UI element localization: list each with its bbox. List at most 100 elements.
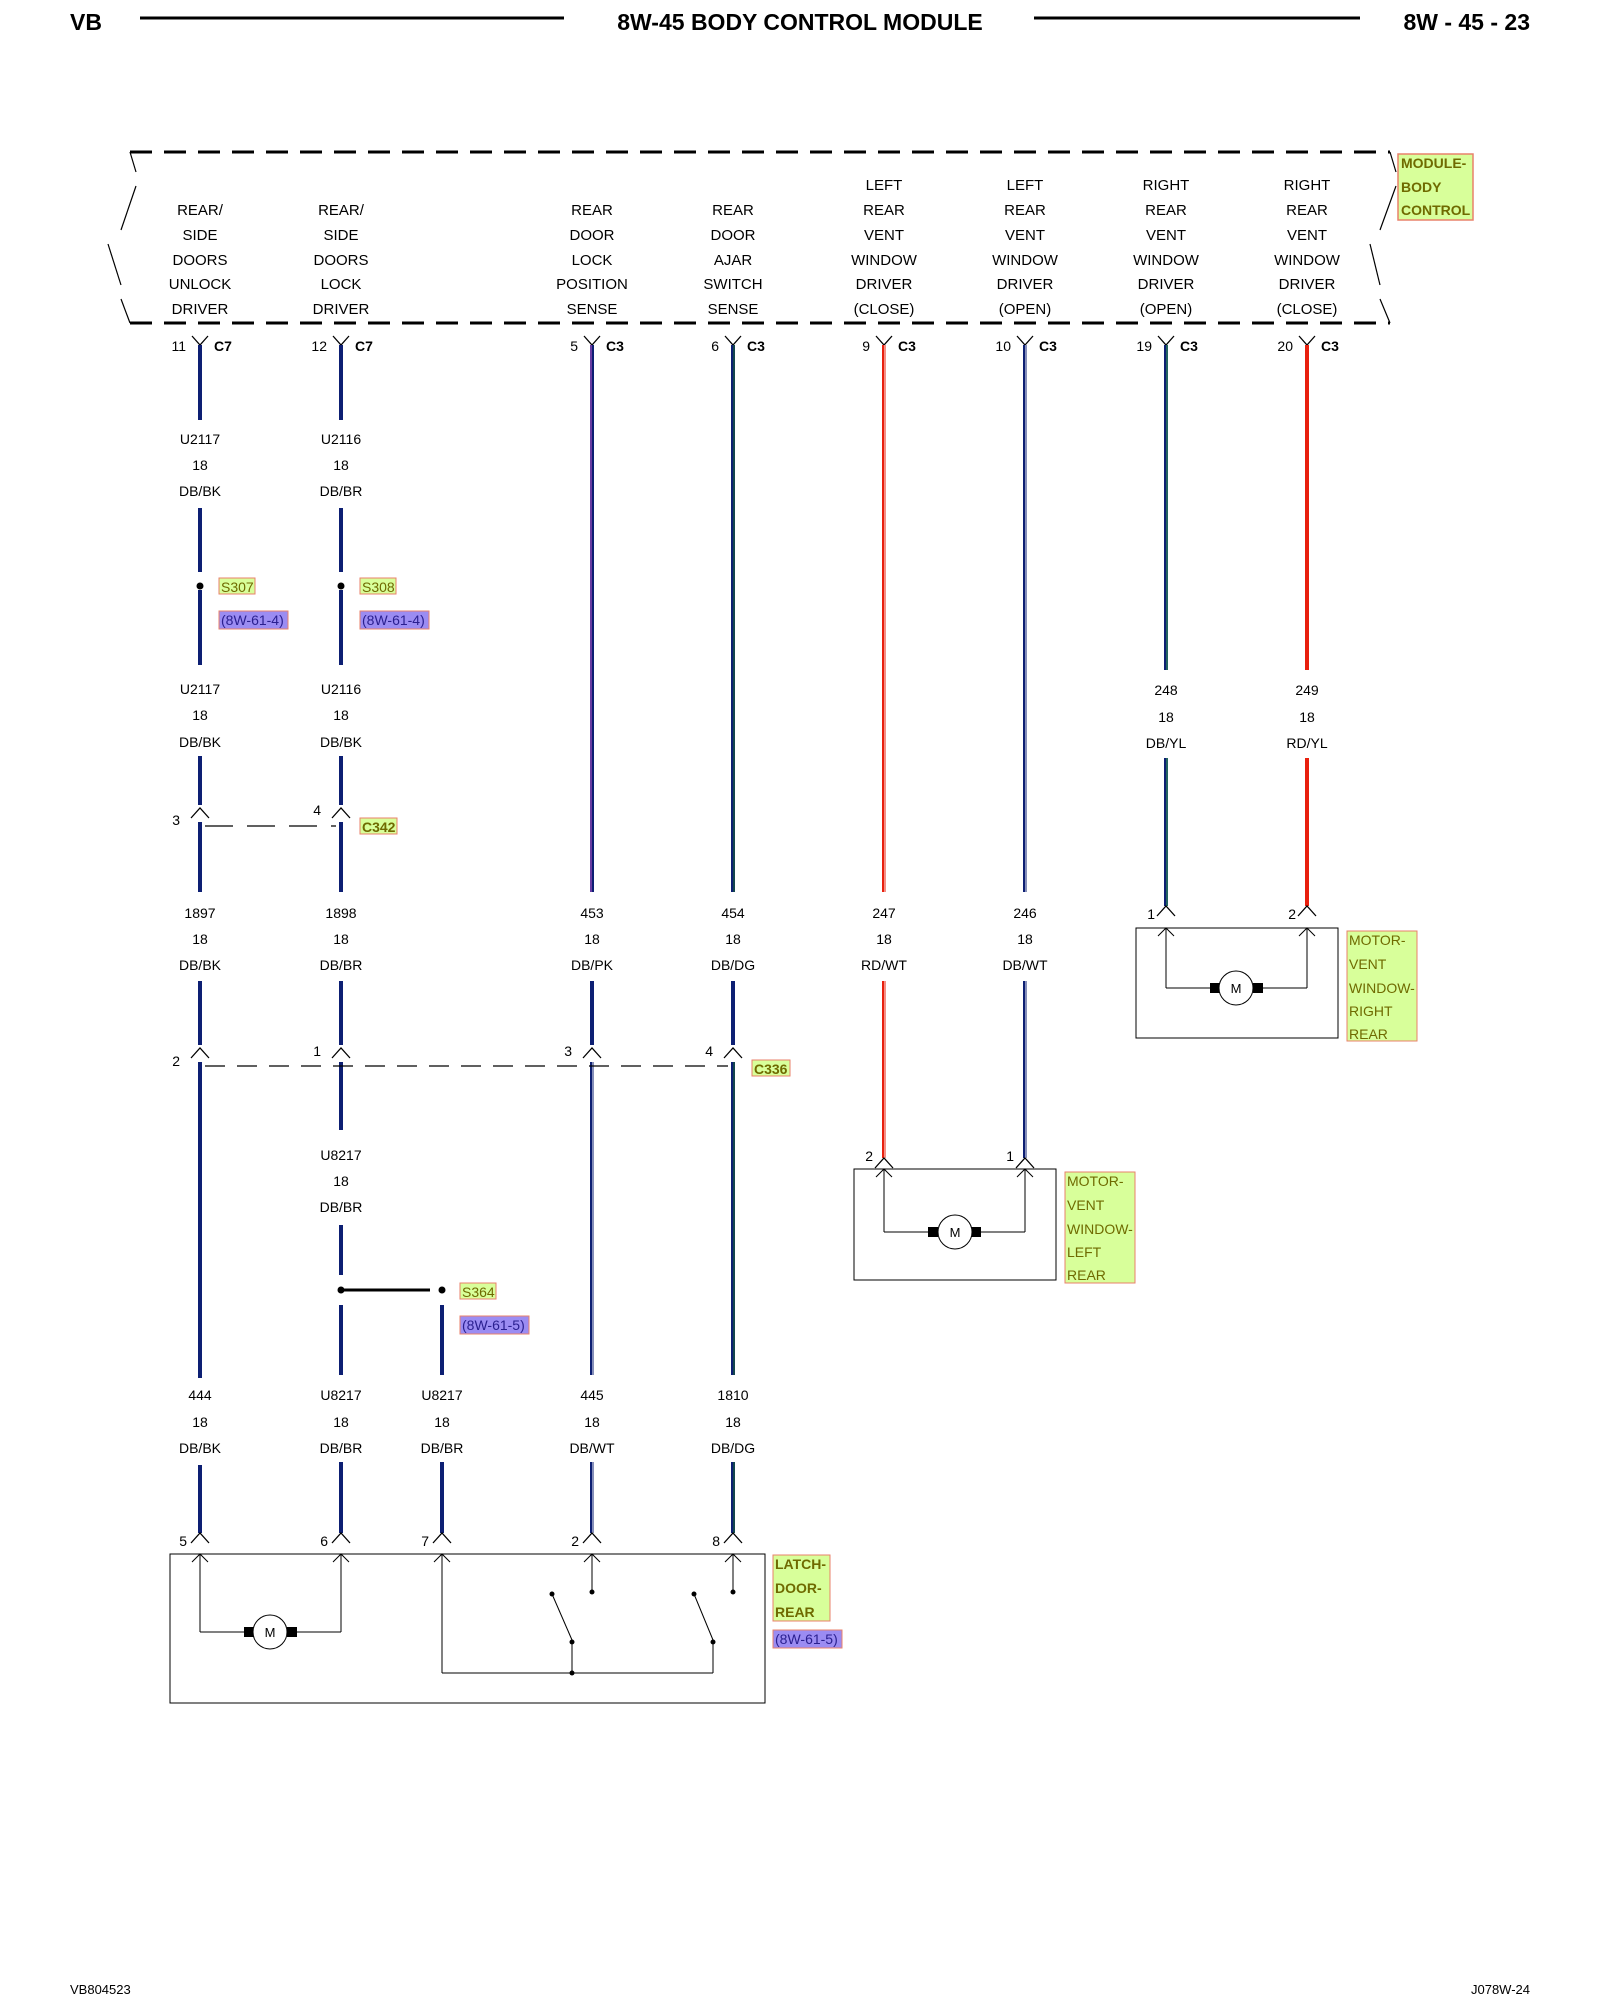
fn8-l6: (CLOSE) — [1277, 301, 1338, 318]
fn5-l4: WINDOW — [851, 252, 918, 269]
motor-left-label-5: REAR — [1067, 1267, 1106, 1283]
splice-s364: S364 (8W-61-5) — [337, 1282, 530, 1335]
splice-s308-ref[interactable]: (8W-61-4) — [362, 612, 425, 628]
latch-ref[interactable]: (8W-61-5) — [775, 1631, 838, 1647]
pin-6: 6 — [711, 338, 719, 354]
fn4-l1: REAR — [712, 202, 754, 219]
fn8-l1: RIGHT — [1284, 177, 1331, 194]
latch-motor-m: M — [265, 1625, 276, 1640]
wire-444-id: 444 — [188, 1387, 212, 1403]
fn5-l1: LEFT — [866, 177, 903, 194]
wire-col7 — [1164, 345, 1168, 906]
wire-454-id: 454 — [721, 905, 745, 921]
wire-248-id: 248 — [1154, 682, 1178, 698]
wire-1897-color: DB/BK — [179, 957, 222, 973]
latch-pin-7: 7 — [421, 1533, 429, 1549]
fn6-l2: REAR — [1004, 202, 1046, 219]
pin-11: 11 — [171, 338, 186, 354]
wire-454-gauge: 18 — [725, 931, 741, 947]
wire-u8217-a-gauge: 18 — [333, 1173, 349, 1189]
splice-s307-ref[interactable]: (8W-61-4) — [221, 612, 284, 628]
motor-right-label-5: REAR — [1349, 1026, 1388, 1042]
fn1-l3: DOORS — [172, 252, 227, 269]
motor-left-rear: 2 1 M MOTOR- VENT WINDOW- LEFT REAR — [853, 1148, 1136, 1284]
wire-1898-id: 1898 — [325, 905, 356, 921]
wire-u8217-c-color: DB/BR — [421, 1440, 464, 1456]
fn4-l5: SENSE — [708, 301, 759, 318]
latch-door-rear: 5 6 7 2 8 M LATCH — [169, 1532, 843, 1704]
wire-249-id: 249 — [1295, 682, 1319, 698]
wire-u2116-a-color: DB/BR — [320, 483, 363, 499]
latch-pin-8: 8 — [712, 1533, 720, 1549]
wire-col5 — [882, 345, 886, 1158]
splice-s364-ref[interactable]: (8W-61-5) — [462, 1317, 525, 1333]
motor-right-label-2: VENT — [1349, 956, 1387, 972]
module-tag-line-2: BODY — [1401, 179, 1442, 195]
c342-pin-4: 4 — [313, 802, 321, 818]
motor-left-label-2: VENT — [1067, 1197, 1105, 1213]
wire-u2117-a-gauge: 18 — [192, 457, 208, 473]
splice-s307: S307 (8W-61-4) — [196, 577, 289, 630]
fn5-l5: DRIVER — [856, 276, 913, 293]
module-tag-line-1: MODULE- — [1401, 155, 1467, 171]
wire-249-gauge: 18 — [1299, 709, 1315, 725]
motor-left-label-4: LEFT — [1067, 1244, 1102, 1260]
wire-445-color: DB/WT — [569, 1440, 615, 1456]
fn6-l3: VENT — [1005, 227, 1045, 244]
pin-20: 20 — [1277, 338, 1293, 354]
fn6-l1: LEFT — [1007, 177, 1044, 194]
wire-u8217-b-gauge: 18 — [333, 1414, 349, 1430]
motor-right-pin-1: 1 — [1147, 906, 1155, 922]
conn-c3-d: C3 — [1039, 338, 1057, 354]
wire-u2116-b-color: DB/BK — [320, 734, 363, 750]
c336-pin-3: 3 — [564, 1043, 572, 1059]
wire-col3 — [590, 345, 594, 1533]
wire-u8217-c-id: U8217 — [421, 1387, 462, 1403]
motor-left-label-3: WINDOW- — [1067, 1221, 1133, 1237]
latch-pin-6: 6 — [320, 1533, 328, 1549]
wire-249-color: RD/YL — [1286, 735, 1327, 751]
fn3-l1: REAR — [571, 202, 613, 219]
wire-247-id: 247 — [872, 905, 896, 921]
connector-c336: 2 1 3 4 C336 — [172, 1043, 791, 1077]
page-title: 8W-45 BODY CONTROL MODULE — [617, 9, 982, 35]
fn3-l2: DOOR — [570, 227, 615, 244]
fn3-l4: POSITION — [556, 276, 628, 293]
footer-left: VB804523 — [70, 1982, 131, 1997]
fn1-l4: UNLOCK — [169, 276, 232, 293]
c336-pin-1: 1 — [313, 1043, 321, 1059]
wire-246-id: 246 — [1013, 905, 1037, 921]
pin-9: 9 — [862, 338, 870, 354]
splice-s308: S308 (8W-61-4) — [337, 577, 430, 630]
wire-labels-row3: 1897 18 DB/BK 1898 18 DB/BR 453 18 DB/PK… — [179, 905, 1048, 973]
wire-col4 — [731, 345, 735, 1533]
wire-445-gauge: 18 — [584, 1414, 600, 1430]
c336-id: C336 — [754, 1061, 788, 1077]
function-labels: REAR/ SIDE DOORS UNLOCK DRIVER REAR/ SID… — [169, 177, 1341, 318]
fn2-l3: DOORS — [313, 252, 368, 269]
c336-pin-4: 4 — [705, 1043, 713, 1059]
wire-454-color: DB/DG — [711, 957, 755, 973]
fn8-l5: DRIVER — [1279, 276, 1336, 293]
wire-u2117-a-id: U2117 — [180, 431, 220, 447]
wire-u2116-b-gauge: 18 — [333, 707, 349, 723]
latch-pin-2: 2 — [571, 1533, 579, 1549]
wire-1898-color: DB/BR — [320, 957, 363, 973]
wire-247-gauge: 18 — [876, 931, 892, 947]
wire-u2117-b-id: U2117 — [180, 681, 220, 697]
conn-c7-a: C7 — [214, 338, 232, 354]
wire-1810-gauge: 18 — [725, 1414, 741, 1430]
fn4-l4: SWITCH — [703, 276, 762, 293]
conn-c3-e: C3 — [1180, 338, 1198, 354]
wire-u8217-a-id: U8217 — [320, 1147, 361, 1163]
splice-s308-id: S308 — [362, 579, 395, 595]
wire-u2117-b-gauge: 18 — [192, 707, 208, 723]
splice-s307-id: S307 — [221, 579, 254, 595]
wire-453-id: 453 — [580, 905, 604, 921]
wire-u2117-b-color: DB/BK — [179, 734, 222, 750]
wire-u8217-b-id: U8217 — [320, 1387, 361, 1403]
wire-246-color: DB/WT — [1002, 957, 1048, 973]
wire-248-color: DB/YL — [1146, 735, 1187, 751]
fn8-l3: VENT — [1287, 227, 1327, 244]
wire-u8217-c-gauge: 18 — [434, 1414, 450, 1430]
